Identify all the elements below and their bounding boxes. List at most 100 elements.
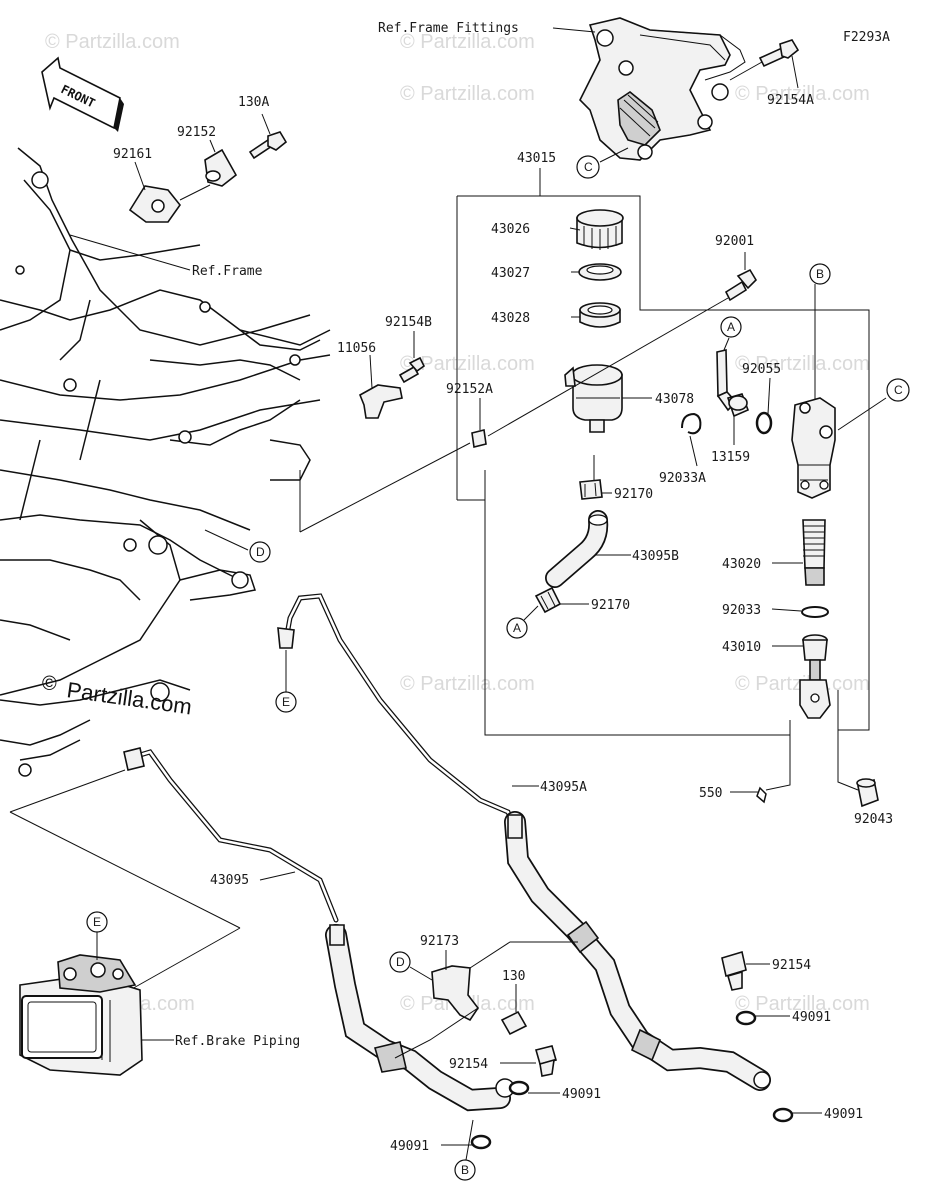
washer-49091-right-top xyxy=(735,1010,757,1026)
part-label-130: 130 xyxy=(502,969,525,984)
part-label-130A: 130A xyxy=(238,95,269,110)
callout-a-top-letter: A xyxy=(727,320,735,334)
bolt-130 xyxy=(500,1010,528,1036)
watermark: © Partzilla.com xyxy=(400,31,535,53)
washer-49091-bottom xyxy=(470,1134,492,1150)
part-label-92043: 92043 xyxy=(854,812,893,827)
ref-frame-fittings-label: Ref.Frame Fittings xyxy=(378,21,519,36)
part-label-43095A: 43095A xyxy=(540,780,587,795)
watermark: © Partzilla.com xyxy=(400,673,535,695)
part-label-92055: 92055 xyxy=(742,362,781,377)
part-label-43010: 43010 xyxy=(722,640,761,655)
bolt-92154B xyxy=(398,356,426,384)
callout-d-bottom-letter: D xyxy=(396,955,405,969)
washer-49091-center xyxy=(508,1080,530,1096)
collar-92152 xyxy=(204,148,238,187)
watermark: © Partzilla.com xyxy=(400,353,535,375)
part-label-43095: 43095 xyxy=(210,873,249,888)
part-label-49091-right-bottom: 49091 xyxy=(824,1107,863,1122)
callout-d-frame xyxy=(249,541,271,563)
bolt-92154A xyxy=(758,39,800,68)
brake-pipe-43095 xyxy=(123,747,339,923)
bracket-92173 xyxy=(431,965,479,1022)
watermarks: © Partzilla.com © Partzilla.com © Partzi… xyxy=(45,31,870,1015)
diaphragm-plate-43027 xyxy=(578,263,622,281)
ref-brake-piping-label: Ref.Brake Piping xyxy=(175,1034,300,1049)
part-label-92152A: 92152A xyxy=(446,382,493,397)
part-label-92154B: 92154B xyxy=(385,315,432,330)
part-label-92001: 92001 xyxy=(715,234,754,249)
brake-hose-right xyxy=(504,811,771,1091)
callout-e-abs xyxy=(86,911,108,933)
watermark: © Partzilla.com xyxy=(400,83,535,105)
banjo-bolt-92154-center xyxy=(535,1045,557,1077)
callout-d-bottom xyxy=(389,951,411,973)
watermark: © Partzilla.com xyxy=(45,31,180,53)
callout-b-top-letter: B xyxy=(816,267,824,281)
part-label-92170-bottom: 92170 xyxy=(591,598,630,613)
part-label-43027: 43027 xyxy=(491,266,530,281)
callout-e-pipe xyxy=(275,691,297,713)
brake-pipe-43095A xyxy=(277,593,515,825)
partzilla-copyright: © xyxy=(42,673,57,695)
part-label-92170-top: 92170 xyxy=(614,487,653,502)
callout-a-top xyxy=(720,316,742,338)
part-label-11056: 11056 xyxy=(337,341,376,356)
cotter-pin-550 xyxy=(756,786,767,804)
banjo-bolt-92154-right xyxy=(721,950,747,991)
watermark: © Partzilla.com xyxy=(735,353,870,375)
grommet-13159 xyxy=(726,393,750,418)
callout-b-bottom-letter: B xyxy=(461,1163,469,1177)
callout-d-frame-letter: D xyxy=(256,545,265,559)
dust-boot-43020 xyxy=(802,519,826,586)
part-label-43015: 43015 xyxy=(517,151,556,166)
part-label-13159: 13159 xyxy=(711,450,750,465)
part-label-92173: 92173 xyxy=(420,934,459,949)
pin-92043 xyxy=(856,778,879,808)
bolt-130A xyxy=(248,131,288,160)
circlip-92033 xyxy=(801,606,829,618)
frame-fittings-bracket xyxy=(579,17,746,161)
part-label-92152: 92152 xyxy=(177,125,216,140)
callout-c-top-letter: C xyxy=(584,160,593,174)
abs-unit xyxy=(19,954,143,1076)
callout-b-top xyxy=(809,263,831,285)
hose-clamp-92170-bottom xyxy=(534,586,562,614)
part-label-49091-bottom: 49091 xyxy=(390,1139,429,1154)
ref-frame-label: Ref.Frame xyxy=(192,264,263,279)
o-ring-92055 xyxy=(755,411,773,435)
part-label-49091-right-top: 49091 xyxy=(792,1010,831,1025)
part-label-43095B: 43095B xyxy=(632,549,679,564)
clamp-92161 xyxy=(128,185,182,223)
callout-c-right-letter: C xyxy=(894,383,903,397)
callout-e-abs-letter: E xyxy=(93,915,101,929)
callout-a-bottom xyxy=(506,617,528,639)
brake-hose-left xyxy=(325,924,515,1112)
hose-clamp-92170-top xyxy=(579,479,603,500)
part-label-92154-right: 92154 xyxy=(772,958,811,973)
bolt-92001 xyxy=(724,268,758,302)
partzilla-logo: © Partzilla.com xyxy=(42,673,193,719)
part-label-92154A: 92154A xyxy=(767,93,814,108)
callout-e-pipe-letter: E xyxy=(282,695,290,709)
part-label-43028: 43028 xyxy=(491,311,530,326)
callout-b-bottom xyxy=(454,1159,476,1181)
circlip-92033A xyxy=(681,412,702,435)
part-label-92033: 92033 xyxy=(722,603,761,618)
watermark: © Partzilla.com xyxy=(735,83,870,105)
part-label-92033A: 92033A xyxy=(659,471,706,486)
bracket-11056 xyxy=(358,384,403,419)
washer-49091-right-bottom xyxy=(772,1107,794,1123)
master-cylinder-body xyxy=(791,397,836,499)
front-arrow-icon: FRONT xyxy=(41,56,124,132)
watermark: © Partzilla.com xyxy=(735,993,870,1015)
part-label-92154-center: 92154 xyxy=(449,1057,488,1072)
part-label-43078: 43078 xyxy=(655,392,694,407)
diaphragm-43028 xyxy=(579,302,621,328)
callout-c-top xyxy=(576,155,600,179)
push-rod-43010 xyxy=(799,634,831,719)
reservoir-43078 xyxy=(564,364,623,433)
callout-c-right xyxy=(886,378,910,402)
part-label-43020: 43020 xyxy=(722,557,761,572)
